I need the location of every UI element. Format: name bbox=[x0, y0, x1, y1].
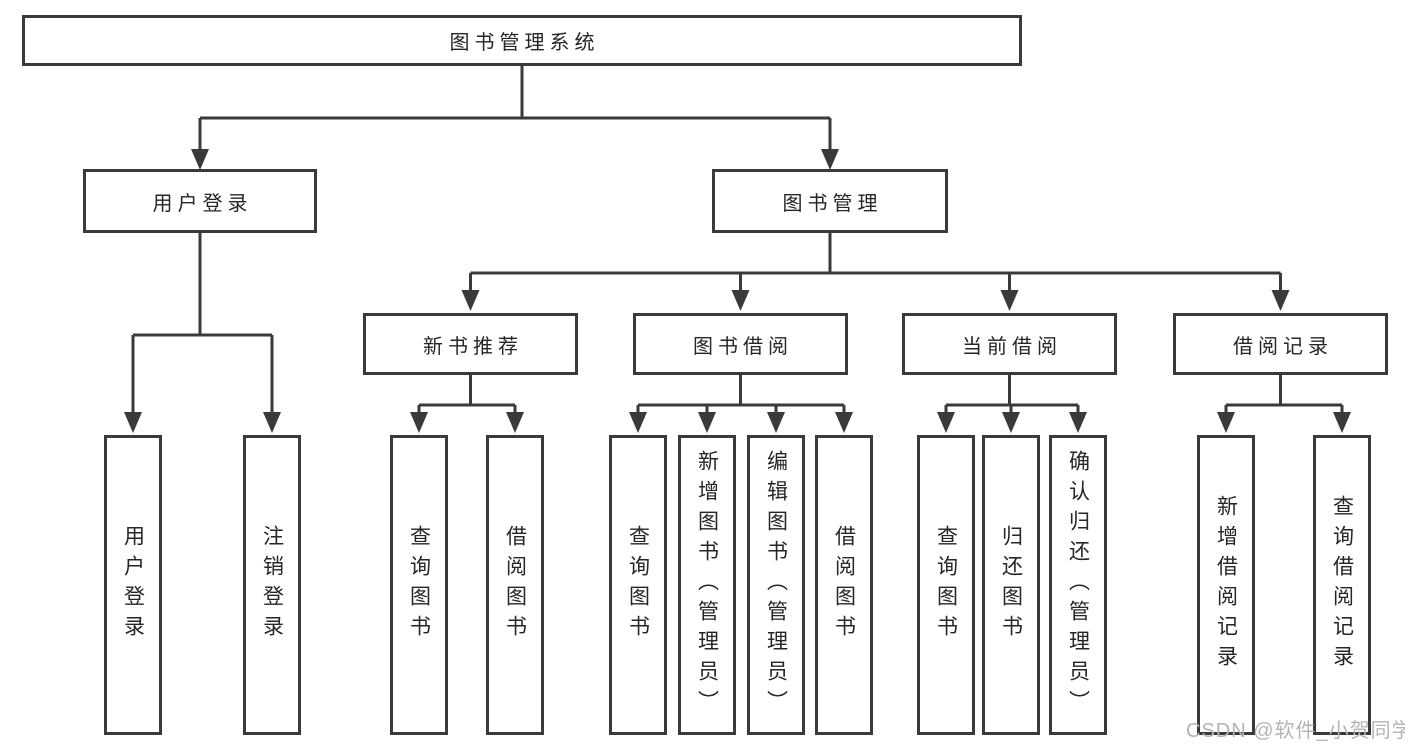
node-new-book-recommend: 新书推荐 bbox=[363, 313, 578, 375]
leaf-user-login: 用户登录 bbox=[104, 435, 162, 735]
node-book-management: 图书管理 bbox=[712, 169, 948, 233]
node-user-login: 用户登录 bbox=[83, 169, 317, 233]
csdn-watermark: CSDN @软件_小贺同学 bbox=[1186, 720, 1405, 742]
leaf-add-borrow-record: 新增借阅记录 bbox=[1197, 435, 1255, 735]
node-current-borrow: 当前借阅 bbox=[902, 313, 1117, 375]
connector-segments bbox=[131, 66, 1344, 414]
node-borrow-records: 借阅记录 bbox=[1173, 313, 1388, 375]
leaf-borrow-books-recommend: 借阅图书 bbox=[486, 435, 544, 735]
leaf-query-books-borrow: 查询图书 bbox=[609, 435, 667, 735]
leaf-edit-books-admin: 编辑图书（管理员） bbox=[747, 435, 805, 735]
leaf-return-books: 归还图书 bbox=[982, 435, 1040, 735]
node-root: 图书管理系统 bbox=[22, 15, 1022, 66]
leaf-query-books-recommend: 查询图书 bbox=[390, 435, 448, 735]
node-book-borrow: 图书借阅 bbox=[633, 313, 848, 375]
leaf-query-books-current: 查询图书 bbox=[917, 435, 975, 735]
leaf-borrow-books: 借阅图书 bbox=[815, 435, 873, 735]
arrowheads bbox=[124, 149, 1351, 433]
leaf-logout: 注销登录 bbox=[243, 435, 301, 735]
leaf-add-books-admin: 新增图书（管理员） bbox=[678, 435, 736, 735]
leaf-confirm-return-admin: 确认归还（管理员） bbox=[1049, 435, 1107, 735]
leaf-query-borrow-record: 查询借阅记录 bbox=[1313, 435, 1371, 735]
